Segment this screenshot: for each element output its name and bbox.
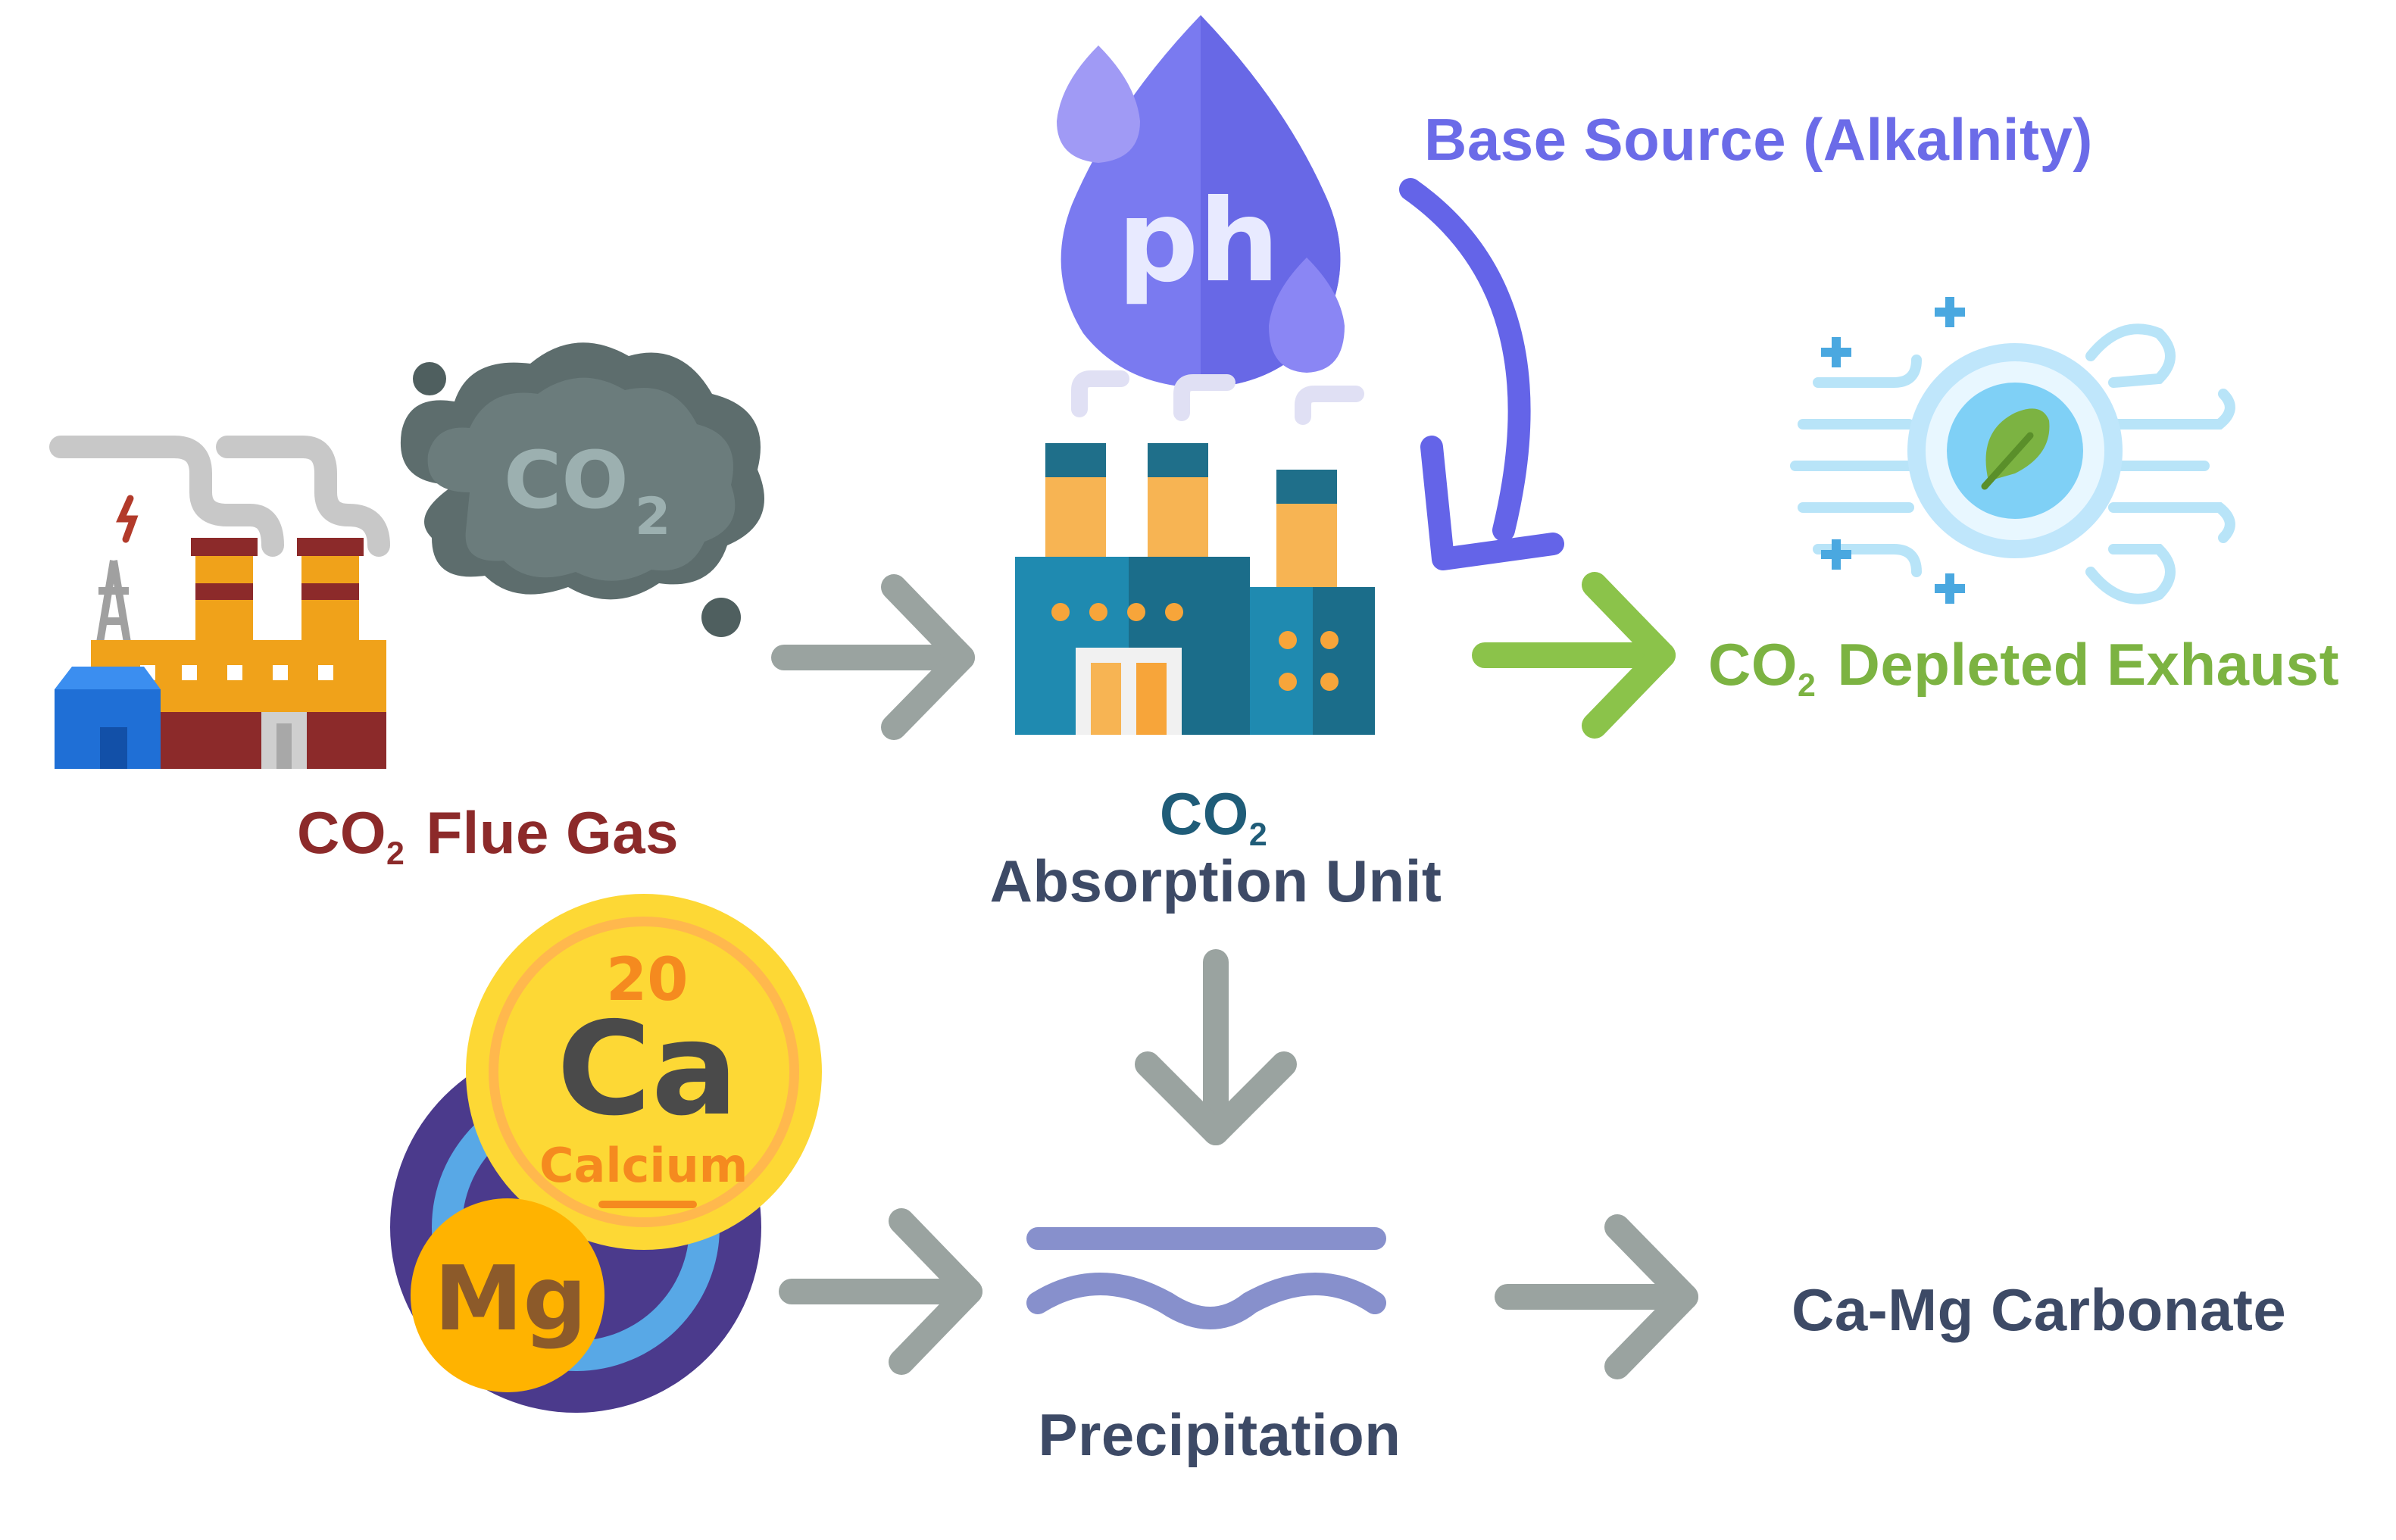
ph-drop-icon: ph	[1057, 15, 1364, 425]
arrow-absorption-to-exhaust	[1472, 572, 1676, 739]
product-label: Ca-Mg Carbonate	[1792, 1276, 2287, 1343]
magnesium-element-icon: Mg	[411, 1198, 604, 1392]
arrow-precipitation-to-product	[1495, 1214, 1698, 1379]
co2-cloud-icon: CO 2	[400, 342, 764, 637]
factory-icon	[1015, 443, 1375, 735]
base-source-label: Base Source (Alkalnity)	[1424, 106, 2093, 173]
arrow-fluegas-to-absorption	[771, 574, 975, 740]
absorption-unit-label: CO2 Absorption Unit	[954, 780, 1477, 915]
precipitation-label: Precipitation	[1038, 1401, 1401, 1468]
calcium-number: 20	[606, 946, 689, 1014]
clean-air-leaf-icon	[1790, 297, 2235, 604]
calcium-element-icon: 20 Ca Calcium	[466, 894, 822, 1250]
calcium-name: Calcium	[539, 1138, 748, 1193]
cloud-co-text: CO	[504, 434, 629, 526]
absorption-unit-prefix: CO2	[1159, 780, 1268, 853]
magnesium-symbol: Mg	[434, 1246, 587, 1351]
arrow-minerals-to-precipitation	[779, 1208, 982, 1375]
absorption-unit-text: Absorption Unit	[989, 847, 1442, 914]
ph-text: ph	[1117, 176, 1279, 308]
arrow-base-to-absorption	[1399, 178, 1564, 570]
flue-gas-label: CO2 Flue Gas	[297, 799, 679, 872]
exhaust-label: CO2 Depleted Exhaust	[1708, 631, 2340, 704]
cloud-sub-text: 2	[635, 487, 670, 547]
precipitation-icon	[1026, 1227, 1386, 1329]
arrow-absorption-to-precipitation	[1135, 949, 1297, 1145]
power-plant-icon	[49, 436, 390, 769]
calcium-symbol: Ca	[557, 995, 738, 1145]
calcium-magnesium-icon: 20 Ca Calcium Mg	[390, 894, 822, 1413]
